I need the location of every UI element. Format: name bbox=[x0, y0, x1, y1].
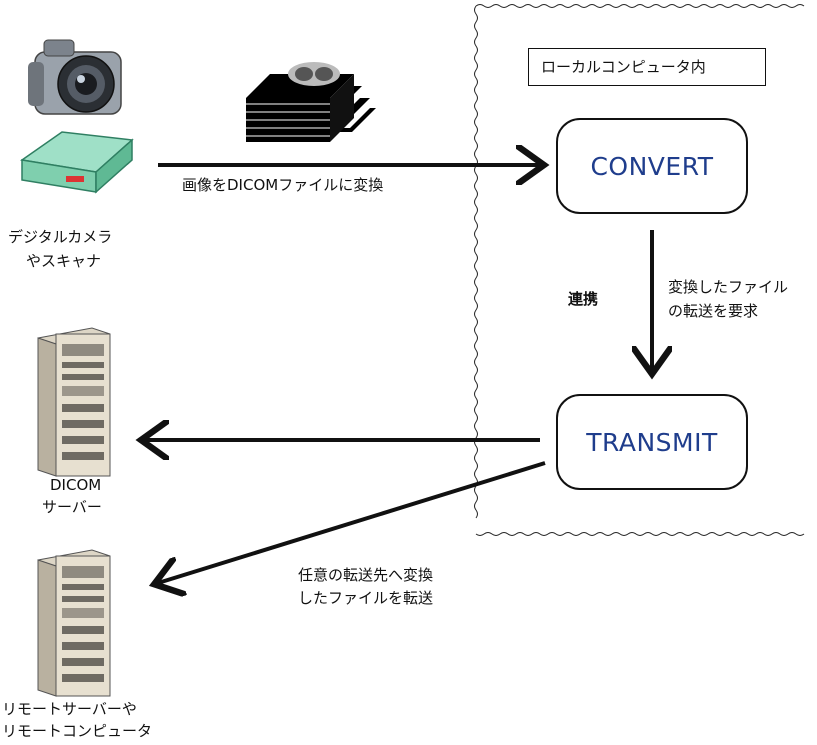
scanner-icon bbox=[20, 131, 134, 194]
arrow-to-remote bbox=[158, 461, 546, 583]
dicom-server-icon bbox=[37, 327, 111, 477]
local-area-boundary bbox=[474, 4, 805, 536]
camera-scanner-label-line2: やスキャナ bbox=[26, 252, 102, 270]
remote-label-line1: リモートサーバーや bbox=[2, 700, 137, 718]
convert-input-label: 画像をDICOMファイルに変換 bbox=[182, 176, 384, 194]
remote-transfer-label-line2: したファイルを転送 bbox=[298, 589, 434, 607]
local-area-title: ローカルコンピュータ内 bbox=[528, 48, 766, 86]
dicom-server-label-line1: DICOM bbox=[50, 476, 102, 494]
digital-camera-icon bbox=[28, 39, 122, 115]
remote-label-line2: リモートコンピュータ bbox=[2, 722, 153, 740]
convert-node: CONVERT bbox=[556, 118, 748, 214]
request-label-line1: 変換したファイル bbox=[668, 278, 789, 296]
remote-server-icon bbox=[37, 549, 111, 697]
camera-scanner-label-line1: デジタルカメラ bbox=[8, 228, 113, 246]
request-label-line2: の転送を要求 bbox=[668, 302, 759, 320]
dicom-server-label-line2: サーバー bbox=[42, 498, 102, 516]
link-label: 連携 bbox=[568, 290, 599, 308]
ct-image-stack-icon bbox=[246, 62, 376, 142]
transmit-node: TRANSMIT bbox=[556, 394, 748, 490]
remote-transfer-label-line1: 任意の転送先へ変換 bbox=[298, 566, 434, 584]
